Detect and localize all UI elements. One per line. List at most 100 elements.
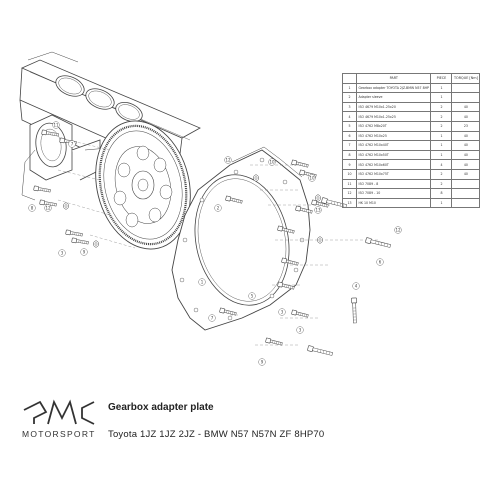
row-number: 2 (342, 92, 357, 103)
page-subtitle: Toyota 1JZ 1JZ 2JZ - BMW N57 N57N ZF 8HP… (108, 429, 325, 440)
callout-label: 3 (281, 310, 284, 315)
row-part: ISO 4679 M10x1.25x20 (355, 101, 432, 113)
brand-name: MOTORSPORT (22, 429, 96, 439)
row-number: 4 (342, 111, 357, 122)
row-number: 13 (342, 197, 357, 209)
row-torque: 40 (451, 111, 481, 122)
page-title: Gearbox adapter plate (108, 402, 214, 413)
row-part: ISO 4679 M10x1.25x25 (355, 111, 432, 122)
callout-labels: 11 7 8 3 12 9 12 10 10 13 12 6 4 3 5 7 9… (31, 123, 401, 365)
row-part: ISO 7089 - 8 (355, 178, 432, 190)
row-number: 12 (342, 188, 357, 199)
row-part: Adapter sleeve (355, 92, 432, 103)
callout-label: 9 (261, 360, 264, 365)
row-part: Gearbox adapter TOYOTA 2JZ-BMW N57 8HP (355, 82, 432, 94)
row-part: ISO 4762 M10x25 (355, 130, 432, 142)
col-header-number (342, 73, 357, 84)
callout-label: 12 (45, 206, 51, 211)
row-pieces: 1 (430, 82, 453, 94)
row-torque (451, 82, 481, 94)
row-pieces: 1 (430, 197, 453, 209)
callout-label: 2 (217, 206, 220, 211)
callout-label: 10 (269, 160, 275, 165)
row-number: 8 (342, 149, 357, 161)
row-part: ISO 7089 - 10 (355, 188, 432, 199)
callout-label: 12 (225, 158, 231, 163)
callout-label: 9 (83, 250, 86, 255)
callout-label: 5 (251, 294, 254, 299)
row-torque (451, 178, 481, 190)
row-part: ISO 4762 M10x75T (355, 168, 432, 180)
row-torque (451, 92, 481, 103)
callout-label: 6 (379, 260, 382, 265)
callout-label: 1 (201, 280, 204, 285)
row-number: 6 (342, 130, 357, 142)
row-torque: 40 (451, 101, 481, 113)
row-pieces: 2 (430, 120, 453, 132)
row-pieces: 2 (430, 178, 453, 190)
row-torque: 40 (451, 159, 481, 170)
row-number: 5 (342, 120, 357, 132)
callout-bubbles (28, 121, 402, 366)
row-number: 10 (342, 168, 357, 180)
row-pieces: 1 (430, 149, 453, 161)
callout-label: 3 (61, 251, 64, 256)
row-part: ISO 4762 M8x20T (355, 120, 432, 132)
col-header-part: PART (355, 73, 432, 84)
adapter-plate (171, 146, 311, 331)
row-torque: 23 (451, 120, 481, 132)
engine-block (19, 51, 201, 201)
row-number: 7 (342, 140, 357, 151)
row-pieces: 2 (430, 101, 453, 113)
callout-label: 3 (299, 328, 302, 333)
row-pieces: 1 (430, 92, 453, 103)
row-pieces: 1 (430, 130, 453, 142)
row-torque: 40 (451, 149, 481, 161)
row-torque: 40 (451, 168, 481, 180)
callout-label: 13 (315, 208, 321, 213)
row-pieces: 1 (430, 140, 453, 151)
col-header-pieces: PIECE (430, 73, 453, 84)
row-number: 11 (342, 178, 357, 190)
callout-label: 7 (71, 142, 74, 147)
row-number: 1 (342, 82, 357, 94)
callout-label: 8 (31, 206, 34, 211)
flywheel (95, 120, 191, 250)
callout-label: 4 (355, 284, 358, 289)
callout-label: 10 (309, 176, 315, 181)
row-part: ISO 4762 M10x60T (355, 159, 432, 170)
callout-label: 12 (395, 228, 401, 233)
callout-label: 11 (53, 123, 59, 128)
row-torque: 40 (451, 140, 481, 151)
row-part: HK 10 M10 (355, 197, 432, 209)
table-header-row: PART PIECE TORQUE [Nm] (342, 73, 481, 84)
row-pieces: 2 (430, 168, 453, 180)
row-torque (451, 188, 481, 199)
row-pieces: 2 (430, 111, 453, 122)
row-number: 9 (342, 159, 357, 170)
callout-label: 7 (211, 316, 214, 321)
row-number: 3 (342, 101, 357, 113)
row-torque: 40 (451, 130, 481, 142)
pmc-logo (23, 399, 95, 425)
row-part: ISO 4762 M10x50T (355, 149, 432, 161)
row-pieces: 8 (430, 188, 453, 199)
row-torque (451, 197, 481, 209)
row-pieces: 4 (430, 159, 453, 170)
row-part: ISO 4762 M10x40T (355, 140, 432, 151)
